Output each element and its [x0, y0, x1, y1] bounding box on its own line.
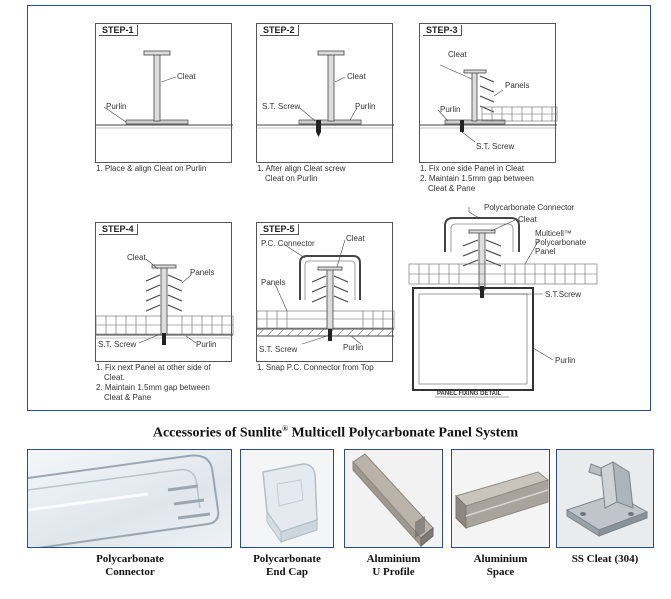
step-4-caption-line-2: Cleat.	[104, 373, 125, 382]
step-5-panel: STEP-5 P.C. Connec	[256, 222, 395, 362]
product-caption-ss-cleat: SS Cleat (304)	[556, 553, 654, 566]
panel-fixing-detail: Polycarbonate Connector Cleat Multicell™…	[405, 198, 641, 403]
step-1-caption: 1. Place & align Cleat on Purlin	[96, 164, 236, 174]
step-1-label: STEP-1	[99, 25, 138, 36]
panel-fixing-detail-drawing	[408, 207, 598, 398]
product-2-line-1: Polycarbonate	[253, 553, 321, 565]
step-4-panels-label: Panels	[190, 268, 215, 277]
step-5-panels-label: Panels	[261, 278, 286, 287]
u-profile-illustration	[352, 453, 434, 547]
step-1-purlin-label: Purlin	[106, 102, 127, 111]
product-caption-polycarbonate-end-cap: Polycarbonate End Cap	[222, 553, 352, 579]
step-5-screw-label: S.T. Screw	[259, 345, 298, 354]
detail-panel-label: Multicell™ Polycarbonate Panel	[535, 229, 586, 256]
step-1-caption-line-1: 1. Place & align Cleat on Purlin	[96, 164, 207, 173]
step-5-caption-line-1: 1. Snap P.C. Connector from Top	[257, 363, 374, 372]
product-image-ss-cleat	[556, 449, 654, 548]
step-4-caption-line-4: Cleat & Pane	[104, 393, 152, 402]
product-image-aluminium-u-profile	[344, 449, 443, 548]
step-2-caption: 1. After align Cleat screw Cleat on Purl…	[257, 164, 397, 184]
title-prefix: Accessories of Sunlite	[152, 425, 282, 441]
product-image-polycarbonate-end-cap	[240, 449, 334, 548]
step-3-caption-line-3: Cleat & Pane	[428, 184, 476, 193]
step-5-purlin-label: Purlin	[343, 343, 364, 352]
step-5-caption: 1. Snap P.C. Connector from Top	[257, 363, 407, 373]
step-4-drawing	[95, 258, 234, 345]
step-3-drawing	[420, 64, 558, 143]
step-3-panel: STEP-3 Cleat Panels Purlin S.T. Screw	[419, 23, 558, 163]
step-2-drawing	[257, 50, 394, 137]
product-image-polycarbonate-connector	[27, 449, 232, 548]
product-caption-aluminium-u-profile: Aluminium U Profile	[344, 553, 443, 579]
detail-purlin-label: Purlin	[555, 356, 576, 365]
detail-panel-line-3: Panel	[535, 247, 556, 256]
step-4-panel: STEP-4 Cleat Panels S.T. Screw Purlin	[95, 222, 234, 362]
detail-screw-label: S.T.Screw	[545, 290, 582, 299]
step-5-label: STEP-5	[260, 224, 299, 235]
end-cap-illustration	[262, 463, 318, 544]
ss-cleat-illustration	[565, 461, 649, 537]
step-4-caption-line-1: 1. Fix next Panel at other side of	[96, 363, 211, 372]
step-4-purlin-label: Purlin	[196, 340, 217, 349]
product-1-line-2: Connector	[105, 566, 155, 578]
detail-cleat-label: Cleat	[518, 215, 537, 224]
detail-panel-line-2: Polycarbonate	[535, 238, 587, 247]
detail-caption: PANEL FIXING DETAIL	[437, 391, 502, 397]
step-4-cleat-label: Cleat	[127, 253, 146, 262]
step-5-connector-label: P.C. Connector	[261, 239, 315, 248]
step-4-label: STEP-4	[99, 224, 138, 235]
detail-connector-label: Polycarbonate Connector	[484, 203, 575, 212]
aluminium-space-illustration	[455, 471, 549, 530]
product-caption-aluminium-space: Aluminium Space	[451, 553, 550, 579]
product-image-aluminium-space	[451, 449, 550, 548]
step-2-caption-line-1: 1. After align Cleat screw	[257, 164, 346, 173]
step-1-cleat-label: Cleat	[177, 72, 196, 81]
step-4-screw-label: S.T. Screw	[98, 340, 137, 349]
detail-panel-line-1: Multicell™	[535, 229, 572, 238]
product-4-line-2: Space	[486, 566, 515, 578]
product-1-line-1: Polycarbonate	[96, 553, 164, 565]
step-1-panel: STEP-1 Cleat Purlin	[95, 23, 233, 163]
step-3-purlin-label: Purlin	[440, 105, 461, 114]
connector-profile-illustration	[28, 454, 220, 547]
step-2-caption-line-2: Cleat on Purlin	[265, 174, 318, 183]
title-suffix: Multicell Polycarbonate Panel System	[287, 425, 519, 441]
step-4-caption: 1. Fix next Panel at other side of Cleat…	[96, 363, 246, 403]
step-4-caption-line-3: 2. Maintain 1.5mm gap between	[96, 383, 210, 392]
step-3-label: STEP-3	[423, 25, 462, 36]
product-5-line-1: SS Cleat (304)	[571, 553, 639, 565]
step-3-caption-line-1: 1. Fix one side Panel in Cleat	[420, 164, 525, 173]
step-2-purlin-label: Purlin	[355, 102, 376, 111]
step-3-screw-label: S.T. Screw	[476, 142, 515, 151]
title-registered-mark: ®	[281, 424, 288, 433]
step-3-panels-label: Panels	[505, 81, 530, 90]
product-4-line-1: Aluminium	[473, 553, 528, 565]
step-2-screw-label: S.T. Screw	[262, 102, 301, 111]
step-2-panel: STEP-2 Cleat S.T. Screw Purlin	[256, 23, 394, 163]
product-3-line-1: Aluminium	[366, 553, 421, 565]
step-3-caption: 1. Fix one side Panel in Cleat 2. Mainta…	[420, 164, 570, 194]
step-2-label: STEP-2	[260, 25, 299, 36]
product-3-line-2: U Profile	[372, 566, 415, 578]
product-2-line-2: End Cap	[266, 566, 308, 578]
step-5-cleat-label: Cleat	[346, 234, 365, 243]
step-1-drawing	[96, 50, 233, 129]
accessories-title: Accessories of Sunlite® Multicell Polyca…	[0, 424, 671, 442]
step-5-drawing	[256, 239, 395, 345]
step-3-cleat-label: Cleat	[448, 50, 467, 59]
step-2-cleat-label: Cleat	[347, 72, 366, 81]
product-caption-polycarbonate-connector: Polycarbonate Connector	[60, 553, 200, 579]
step-3-caption-line-2: 2. Maintain 1.5mm gap between	[420, 174, 534, 183]
